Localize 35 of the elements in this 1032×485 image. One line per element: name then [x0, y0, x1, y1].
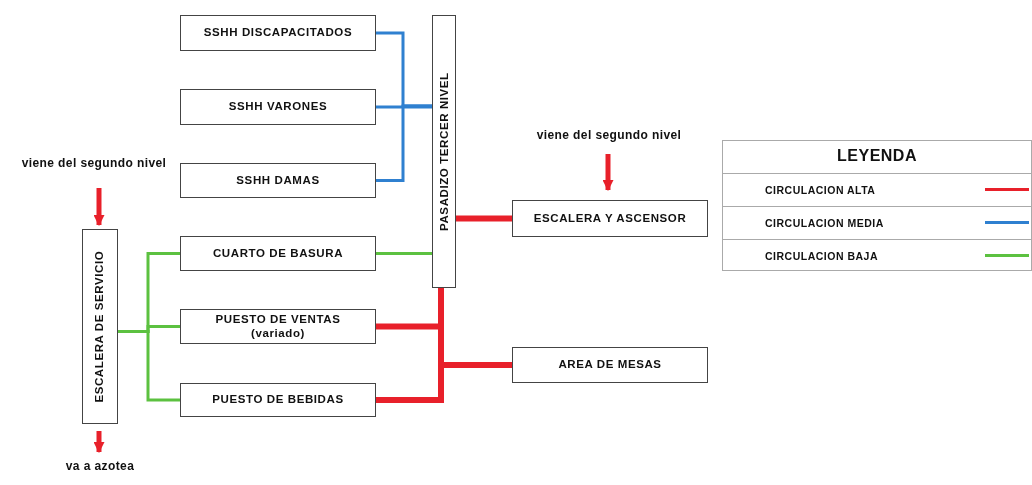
room-label: PUESTO DE VENTAS (variado): [214, 313, 342, 340]
room-label: CUARTO DE BASURA: [212, 246, 344, 261]
vertical-room-box: [432, 15, 456, 288]
room-label: PASADIZO TERCER NIVEL: [437, 72, 451, 231]
circulation-line: [118, 330, 180, 402]
room-box: [180, 163, 376, 198]
room-box: [512, 200, 708, 237]
legend-label: CIRCULACION MEDIA: [765, 217, 884, 229]
room-label: SSHH VARONES: [228, 100, 328, 114]
arrow: [93, 431, 105, 454]
circulation-line: [376, 104, 432, 182]
room-box: [180, 236, 376, 271]
note-text: viene del segundo nivel: [512, 120, 706, 152]
room-box: [180, 309, 376, 344]
room-label: ESCALERA DE SERVICIO: [93, 250, 107, 403]
room-box: [180, 383, 376, 417]
circulation-line: [456, 215, 512, 222]
circulation-line: [376, 105, 432, 109]
room-label: PUESTO DE BEBIDAS: [212, 393, 344, 407]
arrow: [602, 154, 614, 192]
arrow: [93, 188, 105, 227]
legend-title: LEYENDA: [836, 147, 918, 165]
room-box: [512, 347, 708, 383]
room-label: ESCALERA Y ASCENSOR: [533, 211, 687, 226]
room-label: SSHH DAMAS: [236, 173, 320, 188]
circulation-line: [376, 252, 432, 255]
legend-label: CIRCULACION BAJA: [765, 250, 878, 262]
note-text: va a azotea: [30, 458, 170, 476]
room-box: [180, 89, 376, 125]
vertical-room-box: [82, 229, 118, 424]
note-text: viene del segundo nivel: [4, 148, 184, 180]
room-box: [180, 15, 376, 51]
legend-label: CIRCULACION ALTA: [765, 184, 876, 196]
room-label: AREA DE MESAS: [558, 358, 662, 372]
room-label: SSHH DISCAPACITADOS: [203, 26, 353, 40]
